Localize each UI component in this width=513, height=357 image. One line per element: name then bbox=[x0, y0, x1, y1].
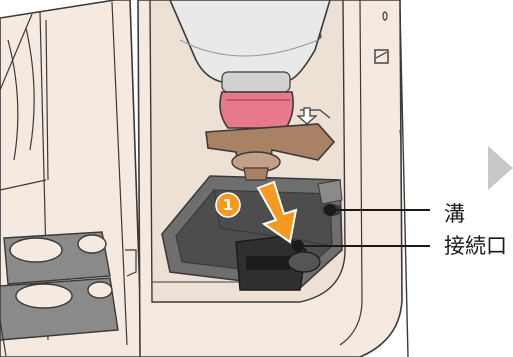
next-arrow-icon bbox=[488, 146, 513, 190]
step-badge: 1 bbox=[216, 193, 240, 217]
step-number: 1 bbox=[223, 196, 233, 214]
callout-groove-label: 溝 bbox=[444, 204, 465, 225]
callout-connector-label: 接続口 bbox=[444, 236, 507, 257]
